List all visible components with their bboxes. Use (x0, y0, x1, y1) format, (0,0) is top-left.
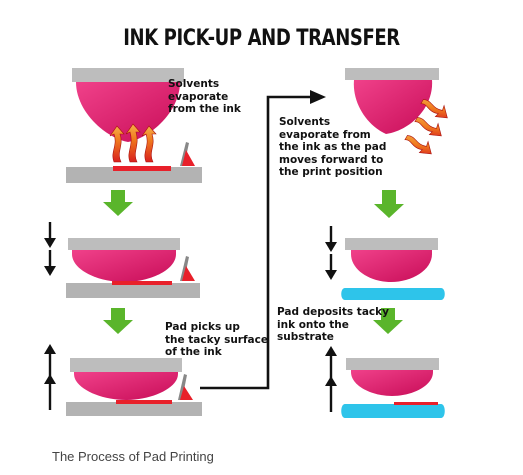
ink-well (116, 400, 172, 404)
heat-arrows-icon (404, 99, 448, 155)
pad (74, 372, 178, 400)
ink-well (112, 281, 172, 285)
pad-holder (70, 358, 182, 372)
stage-1-pad-above-plate (66, 68, 202, 183)
stage-2-pad-pressing-plate (44, 222, 200, 298)
diagram-title: INK PICK-UP AND TRANSFER (123, 26, 400, 51)
down-arrows-icon (44, 222, 56, 276)
pad-holder (345, 68, 439, 80)
stage-5-pad-over-substrate (325, 226, 445, 300)
label-pad-picks-up: Pad picks up the tacky surface of the in… (165, 321, 268, 358)
pad (72, 250, 176, 282)
pad (351, 370, 433, 396)
green-down-arrow (103, 190, 133, 216)
substrate (341, 288, 445, 300)
substrate (341, 404, 445, 418)
stage-4-pad-moving (345, 68, 448, 155)
label-solvents-evaporate: Solvents evaporate from the ink (168, 78, 241, 115)
pad (76, 82, 180, 142)
printed-ink (394, 402, 438, 405)
up-arrows-icon (325, 346, 337, 412)
cliche-plate (66, 402, 202, 416)
pad (351, 250, 432, 282)
pad (353, 80, 433, 134)
figure-caption: The Process of Pad Printing (52, 449, 214, 464)
green-down-arrow (374, 190, 404, 218)
green-down-arrow (373, 308, 403, 334)
label-pad-deposits: Pad deposits tacky ink onto the substrat… (277, 306, 389, 343)
green-down-arrow (103, 308, 133, 334)
down-arrows-icon (325, 226, 337, 280)
up-arrows-icon (44, 344, 56, 410)
cliche-plate (66, 283, 200, 298)
pad-holder (345, 238, 438, 250)
pad-holder (68, 238, 180, 250)
doctor-blade (180, 256, 195, 281)
ink-well (113, 166, 171, 171)
label-solvents-pad-moves: Solvents evaporate from the ink as the p… (279, 116, 387, 178)
transfer-arrow (200, 90, 326, 390)
pad-holder (346, 358, 439, 370)
doctor-blade (178, 374, 193, 400)
doctor-blade (180, 142, 195, 166)
pad-holder (72, 68, 184, 82)
stage-6-pad-printing (325, 346, 445, 418)
heat-arrows-icon (109, 123, 157, 163)
stage-3-pad-lifting (44, 344, 202, 416)
